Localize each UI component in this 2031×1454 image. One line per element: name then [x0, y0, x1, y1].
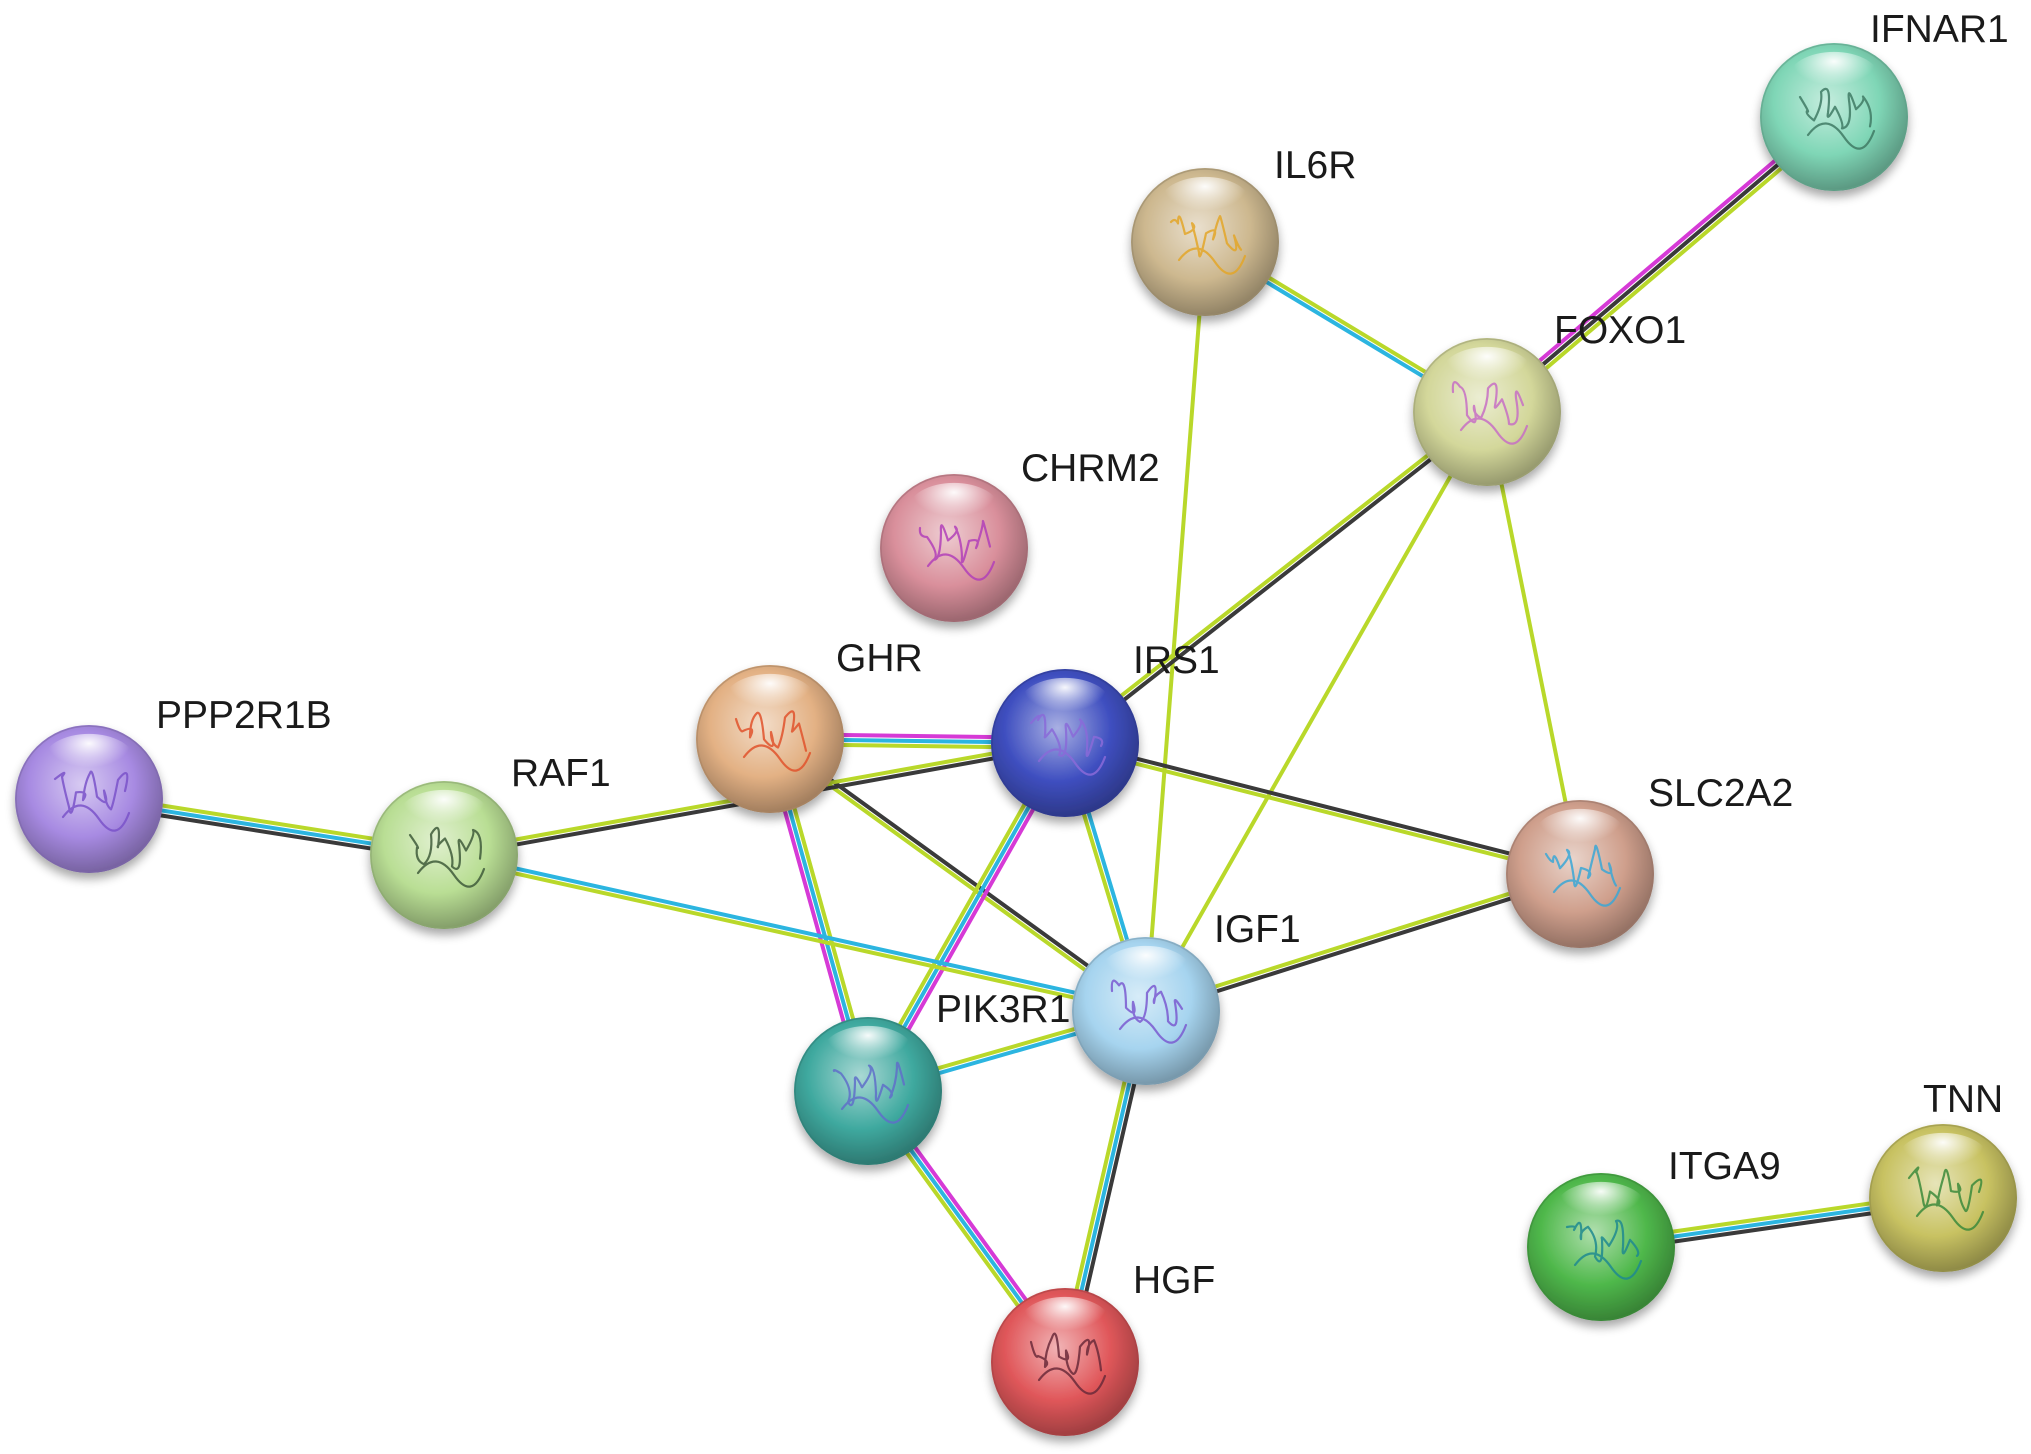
- node-label: IFNAR1: [1870, 8, 2009, 51]
- edge-foxo1-igf1[interactable]: [1144, 410, 1489, 1013]
- node-label: TNN: [1923, 1078, 2003, 1121]
- sphere-highlight: [908, 482, 1000, 537]
- ifnar1-structure-icon: [1798, 87, 1876, 150]
- edge-foxo1-slc2a2[interactable]: [1485, 410, 1582, 876]
- sphere-highlight: [1100, 945, 1192, 1000]
- sphere-highlight: [1441, 346, 1533, 401]
- sphere-rim: [1413, 338, 1561, 486]
- sphere-highlight: [43, 733, 135, 788]
- node-label: CHRM2: [1021, 447, 1160, 490]
- node-tnn[interactable]: TNN: [1869, 1078, 2017, 1272]
- node-ifnar1[interactable]: IFNAR1: [1760, 8, 2009, 191]
- edge-line-cyan: [442, 850, 1149, 1011]
- edge-line-magenta: [1481, 111, 1833, 411]
- edge-line-lime: [1488, 118, 1840, 418]
- node-pik3r1[interactable]: PIK3R1: [794, 988, 1070, 1165]
- edge-ifnar1-foxo1[interactable]: [1481, 111, 1840, 418]
- sphere-rim: [880, 474, 1028, 622]
- sphere-highlight: [822, 1025, 914, 1080]
- node-label: IL6R: [1274, 144, 1356, 187]
- edge-line-lime: [1061, 408, 1488, 744]
- sphere-highlight: [1019, 1296, 1111, 1351]
- sphere-rim: [991, 1288, 1139, 1436]
- sphere-rim: [1869, 1124, 2017, 1272]
- node-itga9[interactable]: ITGA9: [1527, 1145, 1781, 1321]
- sphere-highlight: [1019, 677, 1111, 732]
- sphere-rim: [1527, 1173, 1675, 1321]
- edge-il6r-igf1[interactable]: [1144, 240, 1207, 1013]
- node-chrm2[interactable]: CHRM2: [880, 447, 1160, 622]
- sphere-highlight: [724, 673, 816, 728]
- sphere-highlight: [1159, 176, 1251, 231]
- edge-line-black: [1144, 874, 1583, 1016]
- node-label: PIK3R1: [936, 988, 1070, 1031]
- node-label: ITGA9: [1668, 1145, 1781, 1188]
- node-label: GHR: [836, 637, 923, 680]
- node-label: PPP2R1B: [156, 694, 332, 737]
- node-label: SLC2A2: [1648, 772, 1793, 815]
- node-irs1[interactable]: IRS1: [991, 639, 1220, 817]
- hgf-structure-icon: [1029, 1332, 1107, 1395]
- slc2a2-structure-icon: [1544, 844, 1622, 907]
- edge-line-black: [1064, 411, 1491, 747]
- sphere-rim: [1072, 937, 1220, 1085]
- node-ppp2r1b[interactable]: PPP2R1B: [15, 694, 332, 873]
- edge-line-lime: [1144, 410, 1489, 1013]
- sphere-highlight: [1555, 1181, 1647, 1236]
- edge-line-lime: [1144, 240, 1207, 1013]
- node-label: RAF1: [511, 752, 611, 795]
- edge-line-lime: [1062, 743, 1582, 879]
- node-label: IRS1: [1133, 639, 1220, 682]
- sphere-rim: [1131, 168, 1279, 316]
- node-label: IGF1: [1214, 908, 1301, 951]
- edge-line-black: [1485, 115, 1836, 414]
- edge-slc2a2-igf1[interactable]: [1143, 869, 1583, 1016]
- ghr-structure-icon: [734, 710, 812, 772]
- sphere-highlight: [1534, 808, 1626, 863]
- edge-line-black: [1063, 738, 1583, 874]
- sphere-highlight: [1897, 1132, 1989, 1187]
- node-label: FOXO1: [1554, 309, 1686, 352]
- sphere-rim: [1760, 43, 1908, 191]
- edge-irs1-slc2a2[interactable]: [1062, 738, 1583, 879]
- node-hgf[interactable]: HGF: [991, 1259, 1215, 1436]
- node-foxo1[interactable]: FOXO1: [1413, 309, 1686, 486]
- node-label: HGF: [1133, 1259, 1215, 1302]
- sphere-rim: [1506, 800, 1654, 948]
- node-igf1[interactable]: IGF1: [1072, 908, 1301, 1085]
- edge-raf1-igf1[interactable]: [441, 850, 1149, 1016]
- sphere-highlight: [1788, 51, 1880, 106]
- node-ghr[interactable]: GHR: [696, 637, 923, 813]
- sphere-highlight: [398, 789, 490, 844]
- node-slc2a2[interactable]: SLC2A2: [1506, 772, 1793, 948]
- edge-line-lime: [1485, 410, 1582, 876]
- edge-foxo1-irs1[interactable]: [1061, 408, 1491, 747]
- node-raf1[interactable]: RAF1: [370, 752, 611, 929]
- edge-line-lime: [441, 855, 1148, 1016]
- node-il6r[interactable]: IL6R: [1131, 144, 1356, 316]
- sphere-rim: [15, 725, 163, 873]
- edge-line-lime: [1143, 869, 1582, 1011]
- sphere-rim: [696, 665, 844, 813]
- sphere-rim: [991, 669, 1139, 817]
- sphere-rim: [370, 781, 518, 929]
- sphere-rim: [794, 1017, 942, 1165]
